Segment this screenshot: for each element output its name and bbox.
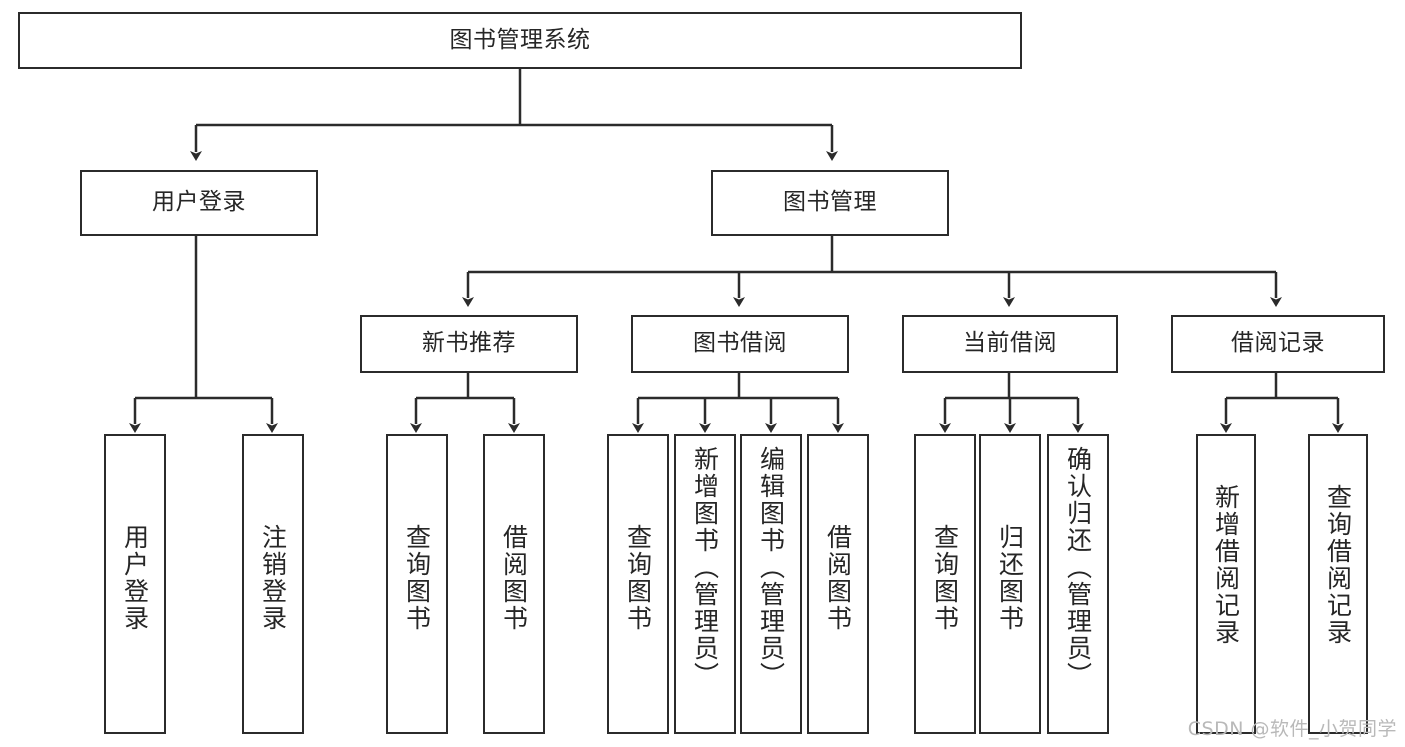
- leaf-newbook-query-book[interactable]: 查询图书: [386, 434, 448, 734]
- node-root-book-management-system[interactable]: 图书管理系统: [18, 12, 1022, 69]
- node-label: 借阅图书: [499, 524, 529, 632]
- leaf-newbook-borrow-book[interactable]: 借阅图书: [483, 434, 545, 734]
- node-label: 查询借阅记录: [1323, 484, 1353, 646]
- node-label: 归还图书: [995, 524, 1025, 632]
- leaf-record-add-record[interactable]: 新增借阅记录: [1196, 434, 1256, 734]
- leaf-borrow-query-book[interactable]: 查询图书: [607, 434, 669, 734]
- node-label: 确认归还（管理员）: [1063, 446, 1093, 689]
- leaf-current-return-book[interactable]: 归还图书: [979, 434, 1041, 734]
- node-label: 图书管理: [783, 189, 877, 216]
- node-book-borrow[interactable]: 图书借阅: [631, 315, 849, 373]
- csdn-watermark: CSDN @软件_小贺同学: [1187, 718, 1397, 740]
- node-label: 用户登录: [120, 524, 150, 632]
- node-label: 图书管理系统: [449, 26, 591, 53]
- leaf-borrow-edit-book-admin[interactable]: 编辑图书（管理员）: [740, 434, 802, 734]
- node-label: 当前借阅: [963, 330, 1057, 357]
- node-new-book-recommend[interactable]: 新书推荐: [360, 315, 578, 373]
- node-book-management[interactable]: 图书管理: [711, 170, 949, 236]
- node-label: 查询图书: [930, 524, 960, 632]
- node-borrow-record[interactable]: 借阅记录: [1171, 315, 1385, 373]
- node-label: 新书推荐: [422, 330, 516, 357]
- node-label: 借阅记录: [1231, 330, 1325, 357]
- leaf-record-query-record[interactable]: 查询借阅记录: [1308, 434, 1368, 734]
- node-user-login[interactable]: 用户登录: [80, 170, 318, 236]
- node-current-borrow[interactable]: 当前借阅: [902, 315, 1118, 373]
- node-label: 用户登录: [152, 189, 246, 216]
- leaf-user-login-logout[interactable]: 注销登录: [242, 434, 304, 734]
- node-label: 新增借阅记录: [1211, 484, 1241, 646]
- node-label: 编辑图书（管理员）: [756, 446, 786, 689]
- leaf-current-query-book[interactable]: 查询图书: [914, 434, 976, 734]
- node-label: 注销登录: [258, 524, 288, 632]
- node-label: 查询图书: [402, 524, 432, 632]
- node-label: 查询图书: [623, 524, 653, 632]
- node-label: 图书借阅: [693, 330, 787, 357]
- leaf-current-confirm-return-admin[interactable]: 确认归还（管理员）: [1047, 434, 1109, 734]
- leaf-borrow-borrow-book[interactable]: 借阅图书: [807, 434, 869, 734]
- node-label: 新增图书（管理员）: [690, 446, 720, 689]
- leaf-user-login-login[interactable]: 用户登录: [104, 434, 166, 734]
- node-label: 借阅图书: [823, 524, 853, 632]
- leaf-borrow-add-book-admin[interactable]: 新增图书（管理员）: [674, 434, 736, 734]
